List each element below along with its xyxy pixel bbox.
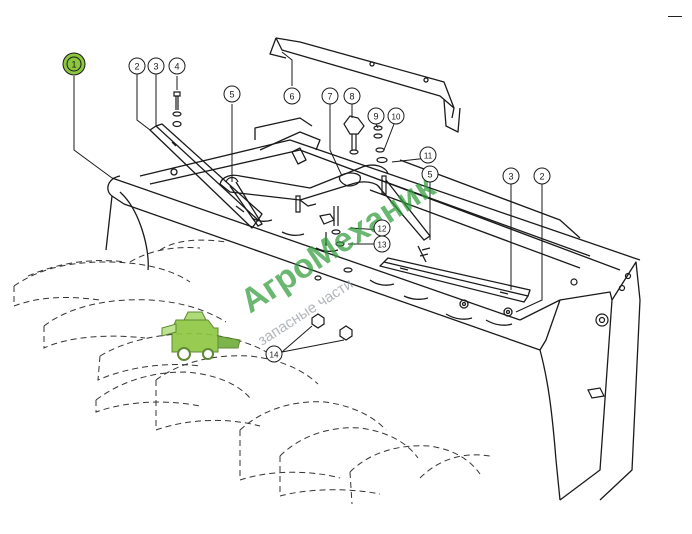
callout-10: 10 [387,107,405,125]
callout-label: 5 [427,170,432,180]
callout-circle [343,87,361,105]
callout-1: 1 [62,52,86,76]
callout-label: 3 [508,172,513,182]
right-support-bar [379,257,531,317]
callout-label: 11 [424,152,433,161]
callout-6: 6 [283,87,301,105]
watermark: АгроМеханик запасные части [161,167,442,361]
callout-circle [265,345,283,363]
callout-label: 4 [174,62,179,72]
callout-5: 5 [421,165,439,183]
callout-circle [223,85,241,103]
callout-circle [387,107,405,125]
corner-dash [668,16,682,17]
fasteners [172,91,388,341]
callout-label: 9 [373,112,378,122]
callout-circle [533,167,551,185]
callout-label: 5 [229,90,234,100]
callout-3: 3 [502,167,520,185]
left-support-bar [149,123,263,229]
callout-circle [168,57,186,75]
callout-13: 13 [373,235,391,253]
callout-4: 4 [168,57,186,75]
header-beam [105,117,641,501]
callout-label: 7 [327,92,332,102]
callout-label: 6 [289,92,294,102]
leader-lines [73,51,543,353]
callout-circle [421,165,439,183]
callout-label: 8 [349,92,354,102]
callout-circle [502,167,520,185]
callout-circle [419,146,437,164]
callout-circle [128,57,146,75]
callout-9: 9 [367,107,385,125]
callout-11: 11 [419,146,437,164]
callout-label: 2 [134,62,139,72]
callout-circle [367,107,385,125]
callout-inner-ring [66,56,82,72]
callout-circle [62,52,86,76]
callout-circle [283,87,301,105]
callout-label: 3 [153,62,158,72]
callout-circle [147,57,165,75]
callout-label: 2 [539,172,544,182]
callout-label: 13 [378,241,387,250]
callout-7: 7 [321,87,339,105]
callout-2: 2 [533,167,551,185]
callout-label: 1 [71,60,76,70]
part-6-bracket [269,37,461,133]
callout-label: 10 [392,113,401,122]
callout-3: 3 [147,57,165,75]
callout-label: 14 [270,351,279,360]
callout-14: 14 [265,345,283,363]
part-7-arm [219,131,389,207]
callout-5: 5 [223,85,241,103]
callout-circle [321,87,339,105]
right-strut [377,179,431,263]
callout-circle [373,235,391,253]
callout-label: 12 [378,225,387,234]
combine-harvester-icon [161,311,241,361]
callout-12: 12 [373,219,391,237]
end-plate-holes [570,272,632,399]
reel-fingers-dashed [13,239,491,505]
callout-2: 2 [128,57,146,75]
callout-8: 8 [343,87,361,105]
